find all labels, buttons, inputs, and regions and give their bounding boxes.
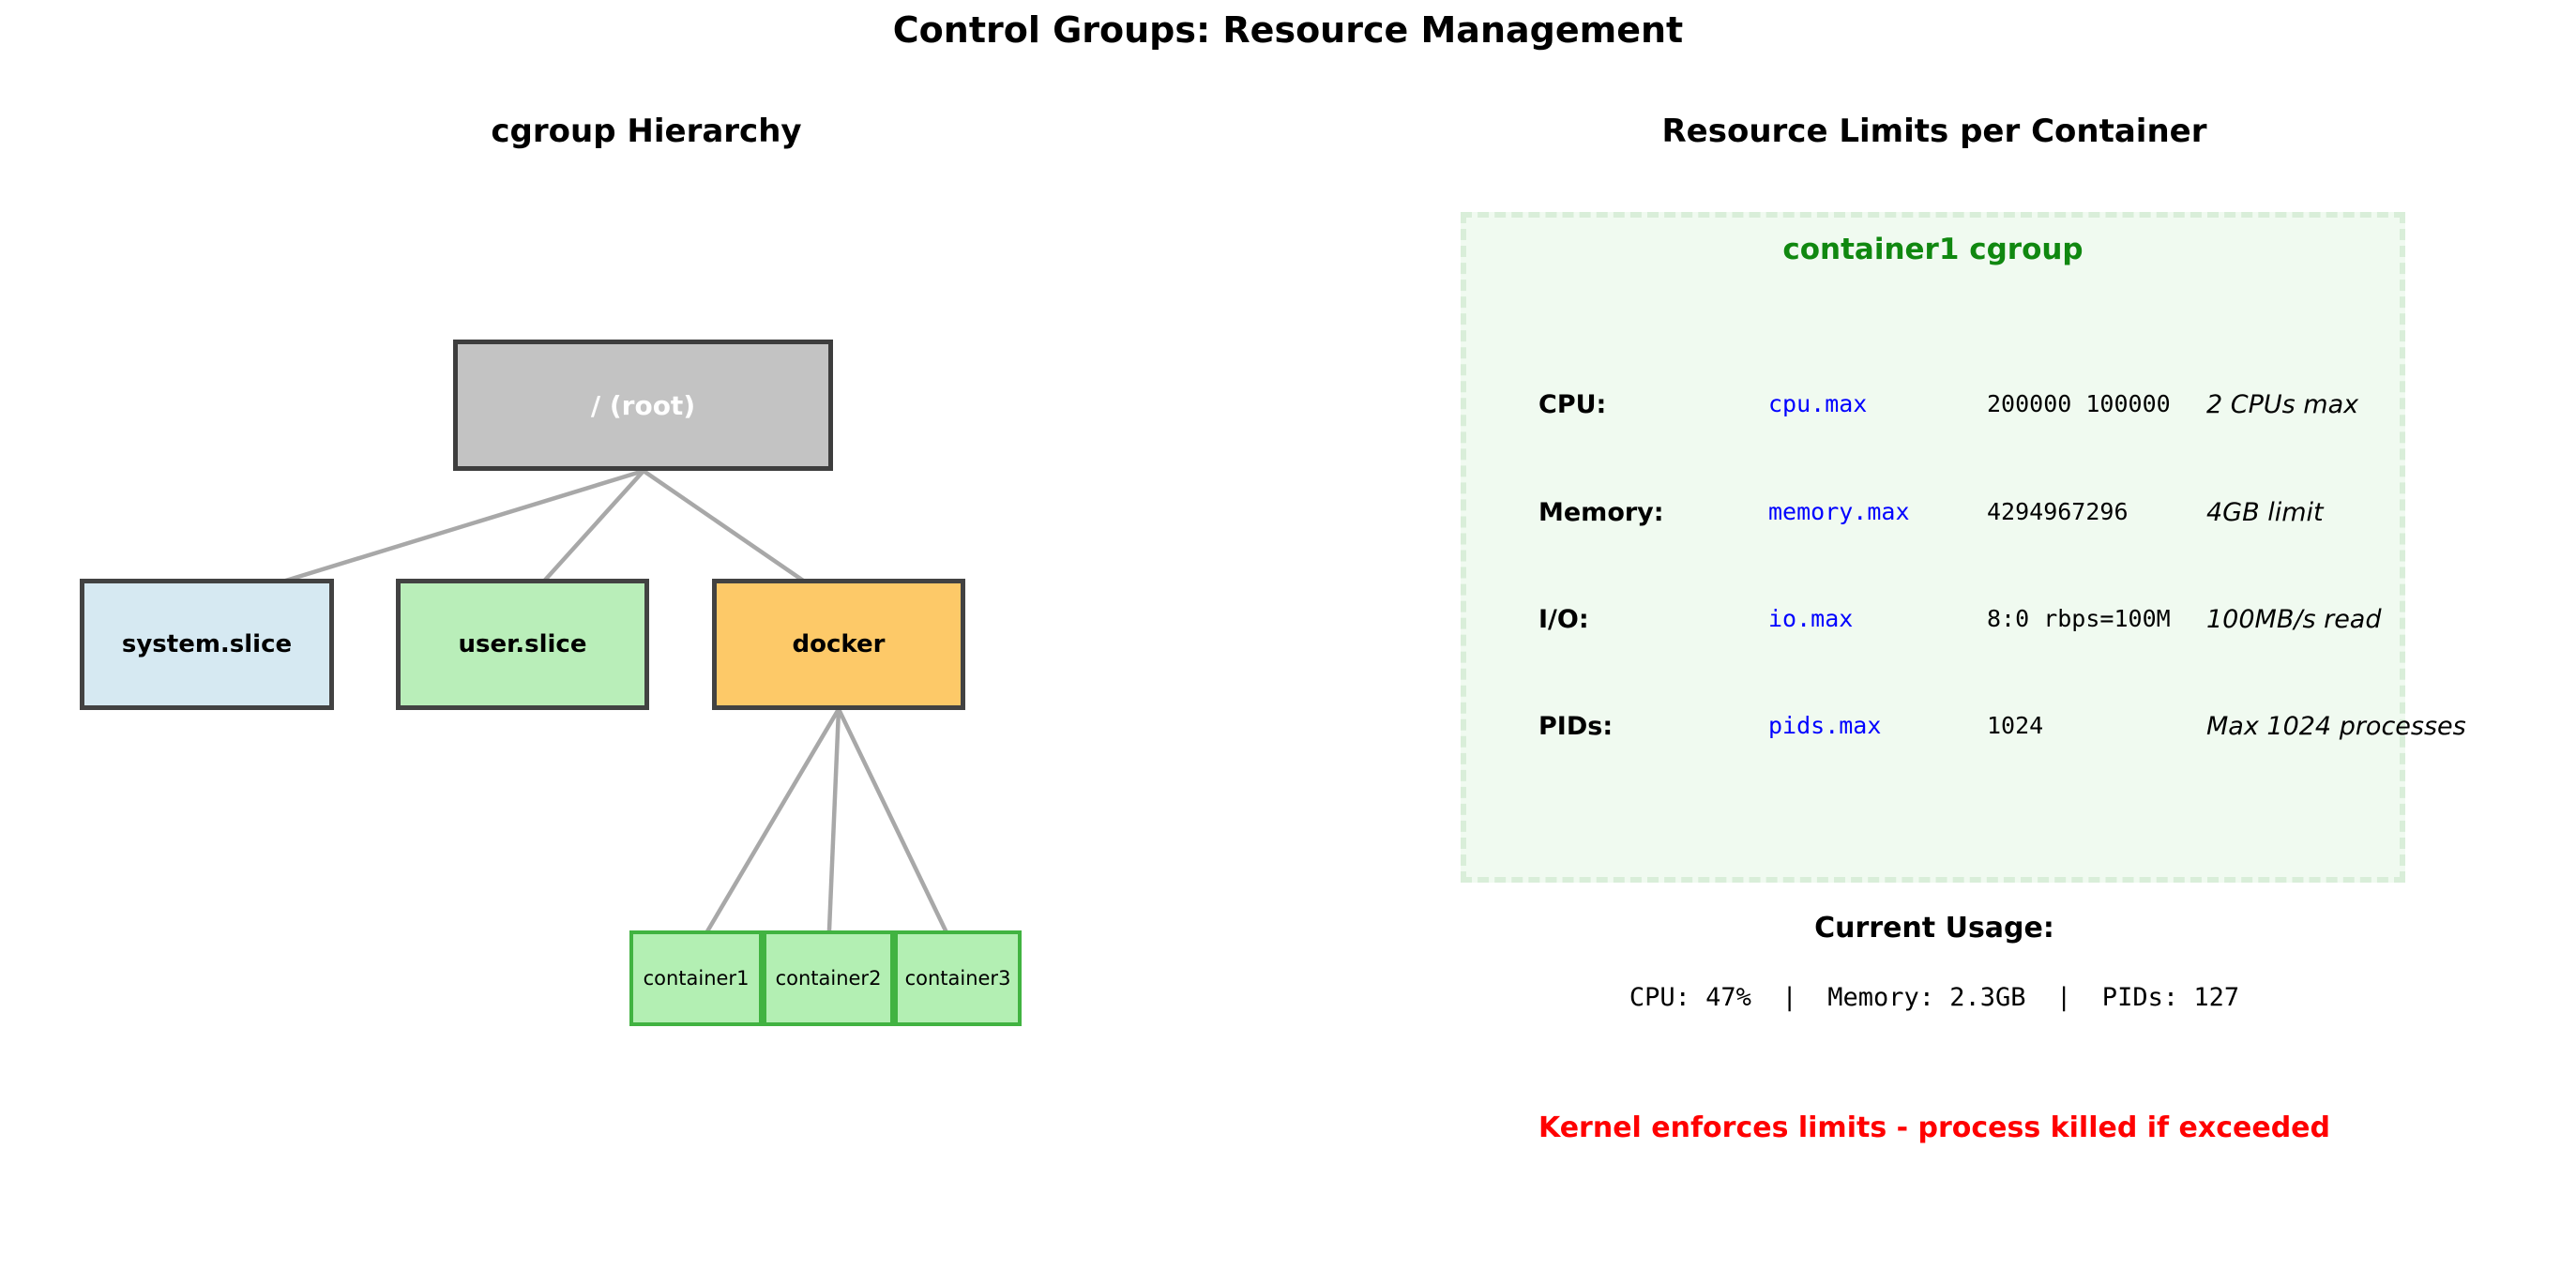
hierarchy-subtitle: cgroup Hierarchy [491, 113, 802, 150]
limit-value: 4294967296 [1987, 498, 2129, 525]
node-user-slice-label: user.slice [458, 630, 587, 658]
limit-note: 100MB/s read [2206, 605, 2382, 634]
limit-label: Memory: [1538, 498, 1664, 527]
node-container1-label: container1 [643, 967, 750, 990]
limit-row-io: I/O: io.max 8:0 rbps=100M 100MB/s read [1466, 605, 2400, 642]
node-container1: container1 [629, 930, 763, 1026]
current-usage-line: CPU: 47% | Memory: 2.3GB | PIDs: 127 [1629, 983, 2240, 1012]
edge-docker-container1 [693, 707, 841, 954]
limits-panel: container1 cgroup CPU: cpu.max 200000 10… [1461, 212, 2466, 883]
node-root-label: / (root) [590, 389, 696, 421]
node-container2: container2 [763, 930, 894, 1026]
node-docker: docker [712, 579, 965, 710]
node-root: / (root) [453, 340, 833, 471]
limit-value: 200000 100000 [1987, 390, 2171, 417]
limit-row-cpu: CPU: cpu.max 200000 100000 2 CPUs max [1466, 390, 2400, 428]
limit-label: CPU: [1538, 390, 1607, 419]
edge-docker-container3 [836, 708, 959, 953]
node-container3-label: container3 [904, 967, 1011, 990]
limit-row-memory: Memory: memory.max 4294967296 4GB limit [1466, 498, 2400, 536]
limit-value: 8:0 rbps=100M [1987, 605, 2171, 632]
node-system-slice-label: system.slice [121, 630, 293, 658]
kernel-warning-text: Kernel enforces limits - process killed … [1538, 1111, 2330, 1144]
node-container2-label: container2 [775, 967, 882, 990]
edge-docker-container2 [826, 708, 841, 953]
limit-value: 1024 [1987, 712, 2044, 739]
current-usage-title: Current Usage: [1814, 912, 2054, 945]
cgroup-file: pids.max [1768, 712, 1882, 739]
cgroup-file: io.max [1768, 605, 1854, 632]
limit-note: 4GB limit [2206, 498, 2324, 527]
limit-note: 2 CPUs max [2206, 390, 2359, 419]
limits-panel-title: container1 cgroup [1782, 233, 2084, 266]
cgroup-file: cpu.max [1768, 390, 1868, 417]
node-docker-label: docker [792, 630, 886, 658]
limit-row-pids: PIDs: pids.max 1024 Max 1024 processes [1466, 712, 2466, 749]
cgroup-file: memory.max [1768, 498, 1910, 525]
limit-note: Max 1024 processes [2206, 712, 2466, 741]
node-system-slice: system.slice [80, 579, 334, 710]
node-container3: container3 [894, 930, 1022, 1026]
limit-label: I/O: [1538, 605, 1589, 634]
limit-label: PIDs: [1538, 712, 1614, 741]
page-title: Control Groups: Resource Management [892, 9, 1684, 51]
node-user-slice: user.slice [396, 579, 649, 710]
limits-subtitle: Resource Limits per Container [1661, 113, 2207, 150]
